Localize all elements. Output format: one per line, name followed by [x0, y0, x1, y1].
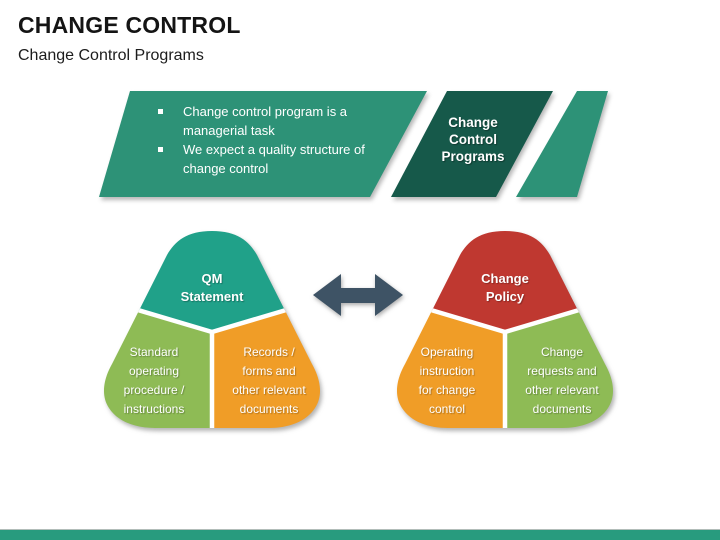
banner-bullet-list: Change control program is a managerial t… — [156, 102, 392, 178]
footer-divider-line — [0, 529, 720, 530]
square-bullet-icon — [158, 109, 163, 114]
right-bottom-left-sector — [396, 302, 505, 428]
bullet-text: We expect a quality structure of change … — [183, 142, 365, 176]
banner-ribbon — [99, 91, 608, 197]
left-triangle-diagram: QM Statement Standard operating procedur… — [97, 226, 327, 436]
banner-label: Change Control Programs — [441, 115, 505, 164]
left-bottom-left-label: Standard operating procedure / instructi… — [123, 345, 185, 416]
left-triangle-shape — [103, 231, 321, 428]
banner-label-shape — [391, 91, 553, 197]
bullet-item: Change control program is a managerial t… — [156, 102, 392, 140]
right-top-label: Change Policy — [481, 271, 529, 304]
left-bottom-left-sector — [103, 302, 212, 428]
right-bottom-left-label: Operating instruction for change control — [418, 345, 476, 416]
double-arrow-icon — [313, 274, 403, 316]
left-bottom-right-sector — [212, 302, 321, 428]
right-bottom-right-label: Change requests and other relevant docum… — [525, 345, 599, 416]
bullet-item: We expect a quality structure of change … — [156, 140, 392, 178]
right-triangle-diagram: Change Policy Operating instruction for … — [390, 226, 620, 436]
footer-accent-bar — [0, 530, 720, 540]
bullet-text: Change control program is a managerial t… — [183, 104, 348, 138]
square-bullet-icon — [158, 147, 163, 152]
banner-accent-shape — [516, 91, 608, 197]
right-triangle-shape — [396, 231, 614, 428]
left-bottom-right-label: Records / forms and other relevant docum… — [232, 345, 306, 416]
page-title: CHANGE CONTROL — [18, 12, 241, 38]
left-top-label: QM Statement — [180, 271, 244, 304]
page-subtitle: Change Control Programs — [18, 47, 204, 64]
banner-main-shape — [99, 91, 427, 197]
right-bottom-right-sector — [505, 302, 614, 428]
double-arrow-shape — [313, 274, 403, 316]
